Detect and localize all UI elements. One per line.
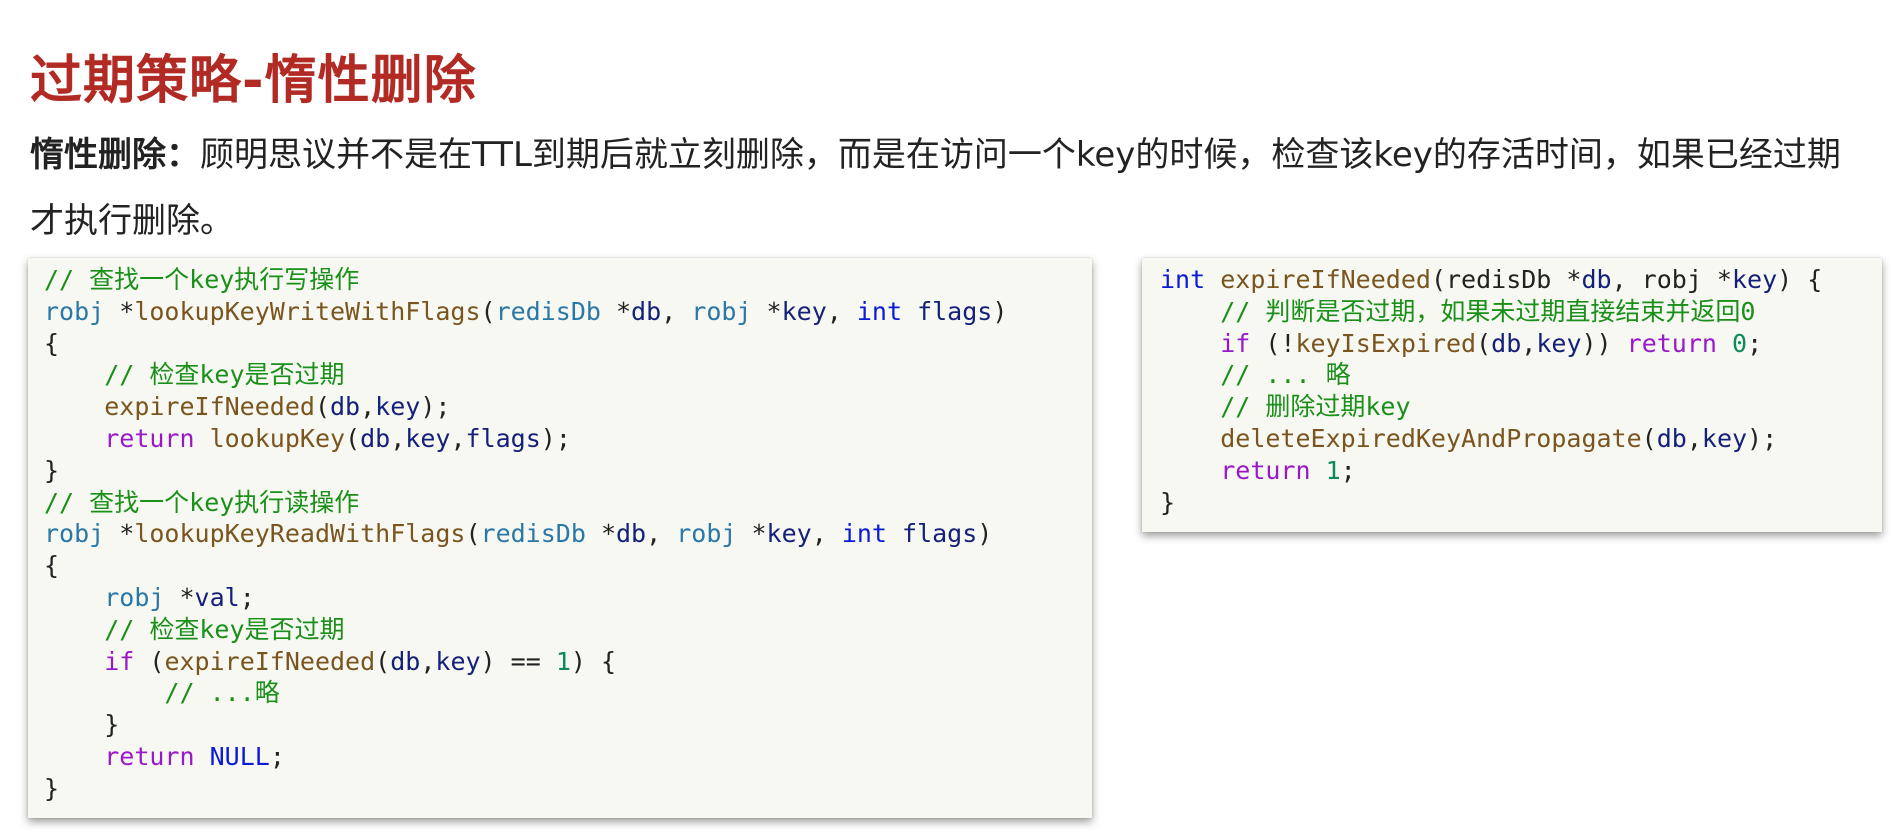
code-comment: // 查找一个key执行读操作 (44, 487, 360, 517)
code-comment: // 检查key是否过期 (104, 614, 345, 644)
code-block-expire: int expireIfNeeded(redisDb *db, robj *ke… (1142, 258, 1882, 532)
description-lead: 惰性删除： (30, 135, 200, 175)
code-lookup-functions: // 查找一个key执行写操作 robj *lookupKeyWriteWith… (44, 265, 1008, 803)
code-comment: // ... 略 (1220, 360, 1351, 390)
description-text: 顾明思议并不是在TTL到期后就立刻删除，而是在访问一个key的时候，检查该key… (30, 135, 1841, 241)
code-comment: // 判断是否过期，如果未过期直接结束并返回0 (1220, 296, 1756, 326)
code-comment: // 删除过期key (1220, 392, 1411, 422)
code-comment: // 查找一个key执行写操作 (44, 265, 360, 294)
code-block-lookup: // 查找一个key执行写操作 robj *lookupKeyWriteWith… (28, 258, 1092, 818)
code-expire-function: int expireIfNeeded(redisDb *db, robj *ke… (1160, 265, 1823, 517)
description-paragraph: 惰性删除：顾明思议并不是在TTL到期后就立刻删除，而是在访问一个key的时候，检… (30, 122, 1870, 254)
code-comment: // ...略 (164, 678, 280, 708)
code-comment: // 检查key是否过期 (104, 360, 345, 390)
page-title: 过期策略-惰性删除 (30, 50, 477, 111)
